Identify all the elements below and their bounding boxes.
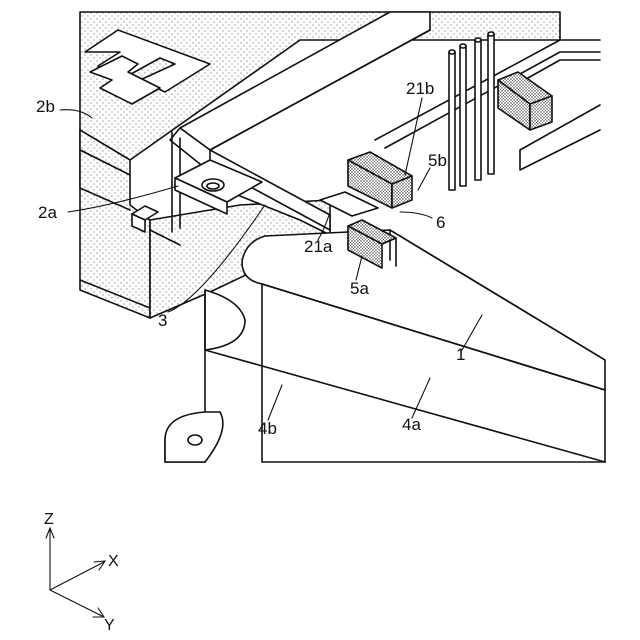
label-5a: 5a [350,279,369,298]
label-21b: 21b [406,79,434,98]
battery-cell-1 [242,230,605,462]
label-4a: 4a [402,415,421,434]
label-3: 3 [158,311,167,330]
label-1: 1 [456,345,465,364]
y-axis-line [50,590,102,616]
terminal-block-right [498,72,552,130]
label-6: 6 [436,213,445,232]
x-axis-line [50,562,104,590]
axis-label-y: Y [104,617,115,634]
axis-label-x: X [108,553,119,570]
label-2b: 2b [36,97,55,116]
label-2a: 2a [38,203,57,222]
axis-label-z: Z [44,511,54,528]
vertical-pins [449,32,494,190]
label-4b: 4b [258,419,277,438]
label-21a: 21a [304,237,333,256]
label-5b: 5b [428,151,447,170]
coordinate-axes [46,528,105,617]
